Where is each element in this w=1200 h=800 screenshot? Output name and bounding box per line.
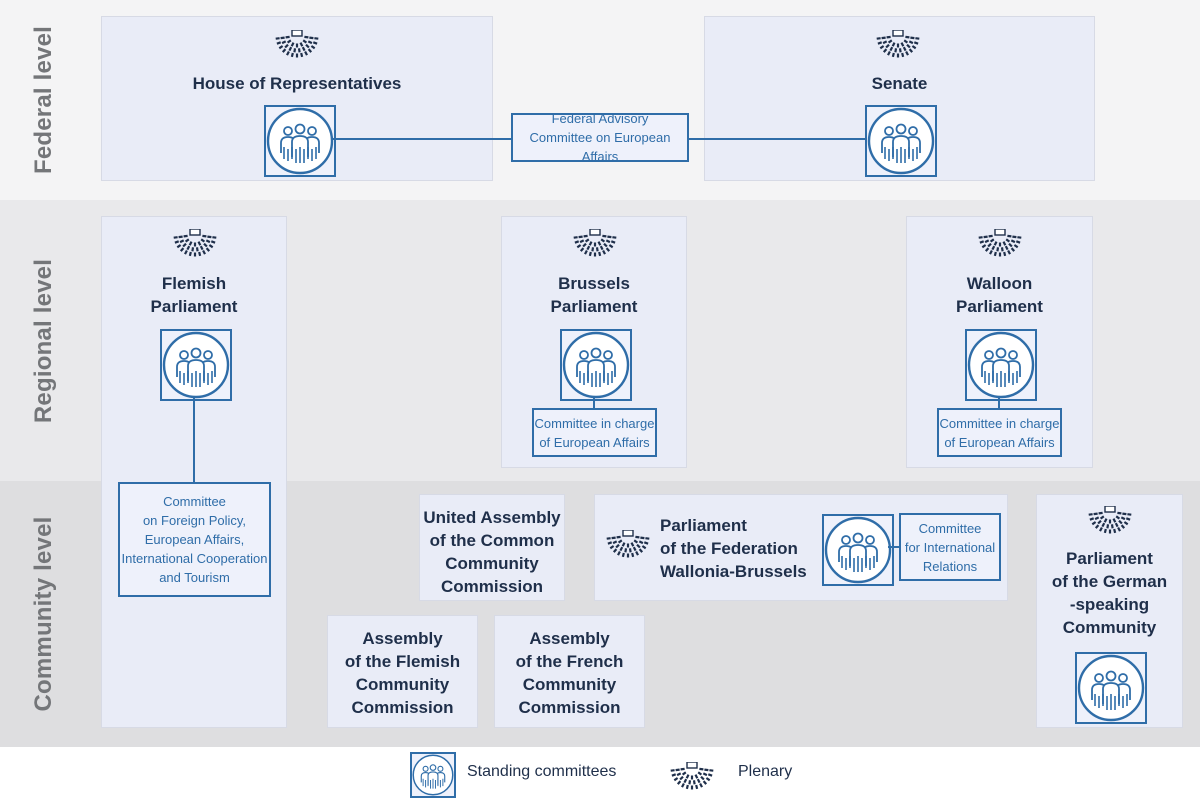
- federal-level-label: Federal level: [30, 25, 57, 175]
- people-circle-icon: [965, 329, 1037, 401]
- house-of-representatives-title: House of Representatives: [192, 74, 402, 93]
- people-circle-icon: [822, 514, 894, 586]
- legend-standing-committees: Standing committees: [467, 763, 617, 780]
- committee-line: for International: [904, 539, 996, 555]
- people-circle-icon: [264, 105, 336, 177]
- committee-line: Committee: [163, 494, 226, 509]
- hemicycle-icon: [272, 30, 322, 60]
- title-line: of the French: [515, 652, 624, 671]
- title-line: Walloon: [966, 274, 1033, 293]
- title-line: Parliament: [150, 297, 238, 316]
- international-relations-committee: Committee for International Relations: [899, 513, 1001, 581]
- title-line: Flemish: [161, 274, 227, 293]
- hemicycle-icon: [667, 762, 717, 792]
- people-circle-icon: [865, 105, 937, 177]
- connector-line: [332, 138, 512, 140]
- title-line: Community: [355, 675, 450, 694]
- connector-line: [593, 397, 595, 408]
- committee-line: Committee: [918, 520, 982, 536]
- senate-title: Senate: [871, 74, 928, 93]
- title-line: -speaking: [1069, 595, 1150, 614]
- title-line: of the Common: [429, 531, 555, 550]
- committee-line: Committee in charge: [534, 415, 655, 431]
- title-line: Parliament: [956, 297, 1043, 316]
- committee-line: Committee on European Affairs: [529, 130, 671, 164]
- title-line: Commission: [440, 577, 544, 596]
- people-circle-icon: [160, 329, 232, 401]
- people-circle-icon: [410, 752, 456, 798]
- legend-plenary: Plenary: [738, 763, 793, 780]
- walloon-parliament-title: Walloon Parliament: [906, 272, 1093, 318]
- title-line: United Assembly: [423, 508, 561, 527]
- people-circle-icon: [1075, 652, 1147, 724]
- federal-advisory-committee: Federal Advisory Committee on European A…: [511, 111, 689, 164]
- title-line: Commission: [518, 698, 621, 717]
- german-speaking-community-title: Parliament of the German -speaking Commu…: [1036, 547, 1183, 639]
- title-line: Parliament: [550, 297, 638, 316]
- committee-line: of European Affairs: [539, 434, 650, 450]
- committee-line: and Tourism: [159, 570, 230, 585]
- flemish-community-commission-box: [327, 615, 478, 728]
- title-line: Parliament: [660, 516, 747, 535]
- french-community-commission-title: Assembly of the French Community Commiss…: [494, 627, 645, 719]
- walloon-european-affairs-committee: Committee in charge of European Affairs: [937, 408, 1062, 457]
- brussels-parliament-title: Brussels Parliament: [501, 272, 687, 318]
- committee-line: International Cooperation: [121, 551, 268, 566]
- hemicycle-icon: [975, 229, 1025, 259]
- flemish-community-commission-title: Assembly of the Flemish Community Commis…: [327, 627, 478, 719]
- connector-line: [193, 397, 195, 483]
- hemicycle-icon: [603, 530, 653, 560]
- committee-line: on Foreign Policy,: [142, 513, 247, 528]
- connector-line: [687, 138, 865, 140]
- title-line: Wallonia-Brussels: [660, 562, 807, 581]
- committee-line: Relations: [922, 558, 978, 574]
- hemicycle-icon: [1085, 506, 1135, 536]
- title-line: of the Flemish: [344, 652, 461, 671]
- hemicycle-icon: [873, 30, 923, 60]
- title-line: Commission: [351, 698, 454, 717]
- committee-line: European Affairs,: [144, 532, 245, 547]
- title-line: Assembly: [362, 629, 443, 648]
- committee-line: Federal Advisory: [551, 111, 649, 126]
- title-line: of the German: [1051, 572, 1168, 591]
- title-line: Parliament: [1066, 549, 1153, 568]
- title-line: Community: [1062, 618, 1157, 637]
- hemicycle-icon: [570, 229, 620, 259]
- committee-line: of European Affairs: [944, 434, 1055, 450]
- flemish-foreign-policy-committee: Committee on Foreign Policy, European Af…: [118, 482, 271, 597]
- connector-line: [998, 397, 1000, 408]
- committee-line: Committee in charge: [939, 415, 1060, 431]
- title-line: Community: [522, 675, 617, 694]
- brussels-european-affairs-committee: Committee in charge of European Affairs: [532, 408, 657, 457]
- regional-level-label: Regional level: [30, 258, 57, 424]
- hemicycle-icon: [170, 229, 220, 259]
- people-circle-icon: [560, 329, 632, 401]
- community-level-label: Community level: [30, 516, 57, 712]
- connector-line: [888, 546, 900, 548]
- federation-wallonia-brussels-title: Parliament of the Federation Wallonia-Br…: [660, 514, 814, 583]
- title-line: Assembly: [529, 629, 610, 648]
- french-community-commission-box: [494, 615, 645, 728]
- flemish-parliament-title: Flemish Parliament: [101, 272, 287, 318]
- title-line: of the Federation: [660, 539, 798, 558]
- united-assembly-box: [419, 494, 565, 601]
- title-line: Brussels: [558, 274, 630, 293]
- united-assembly-title: United Assembly of the Common Community …: [419, 506, 565, 598]
- title-line: Community: [445, 554, 539, 573]
